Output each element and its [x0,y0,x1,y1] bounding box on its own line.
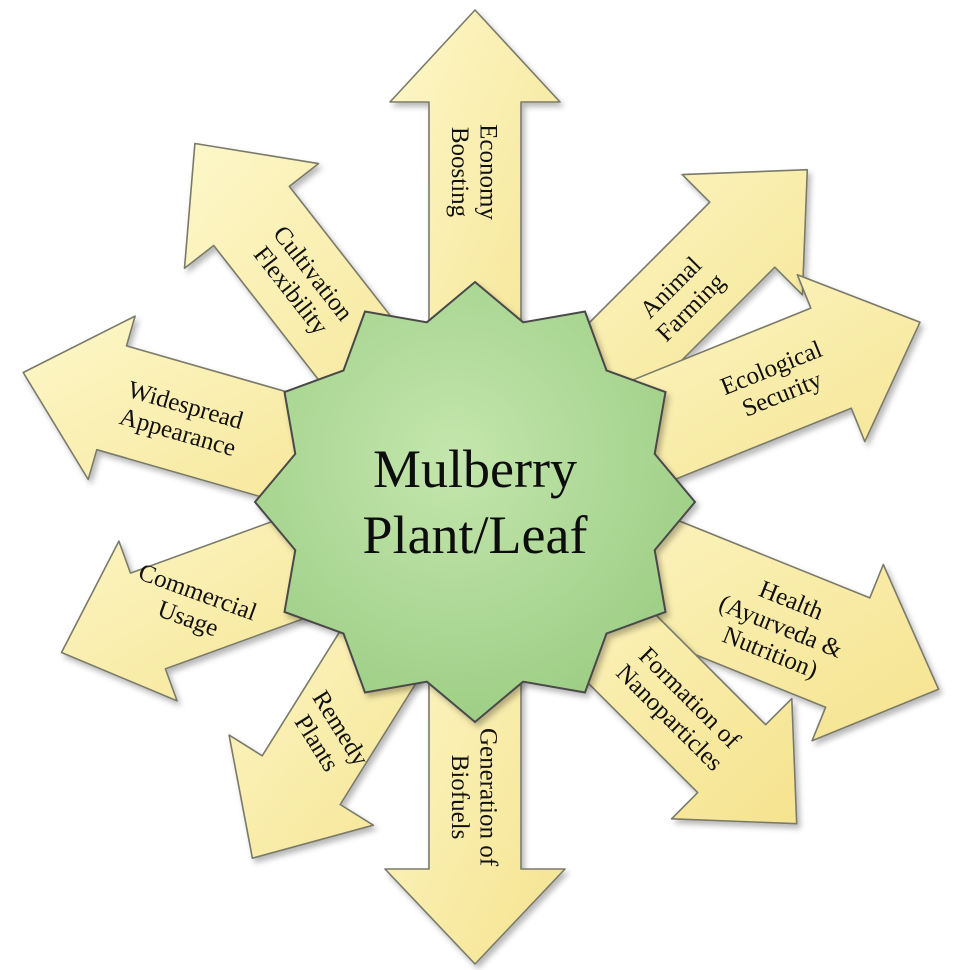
arrow-label-line: Economy [474,124,501,220]
arrow-label-generation-of-biofuels: Generation ofBiofuels [446,728,501,867]
center-label-line: Plant/Leaf [363,505,588,565]
arrow-label-line: Biofuels [446,755,473,840]
arrow-label-economy-boosting: EconomyBoosting [446,124,501,220]
arrow-label-line: Generation of [474,728,501,867]
center-starburst [253,280,697,724]
arrow-label-line: Boosting [446,127,473,218]
center-label-line: Mulberry [373,439,577,499]
